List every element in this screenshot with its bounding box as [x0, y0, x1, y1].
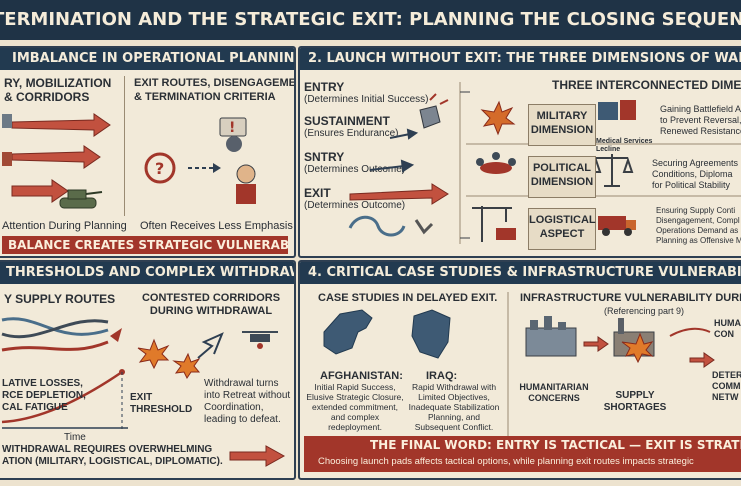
crane-icon [472, 206, 512, 242]
arrow-right-icon [369, 128, 419, 173]
phase-entry-desc: (Determines Initial Success) [304, 94, 429, 105]
dimension-label: MILITARY DIMENSION [530, 110, 594, 136]
panel-imbalance: IMBALANCE IN OPERATIONAL PLANNING. RY, M… [0, 46, 296, 258]
dimension-label: POLITICAL DIMENSION [530, 162, 594, 188]
case-heading: CASE STUDIES IN DELAYED EXIT. [318, 292, 498, 304]
explosion-icon [137, 338, 201, 379]
left-caption: Attention During Planning [2, 220, 127, 232]
panel-header: IMBALANCE IN OPERATIONAL PLANNING. [0, 48, 294, 70]
phase-sntry-desc: (Determines Outcome) [304, 164, 406, 175]
phase-sustainment: SUSTAINMENT [304, 114, 390, 128]
dimension-military: MILITARY DIMENSION [528, 104, 596, 146]
iraq-map-icon [411, 309, 451, 359]
losses-text: LATIVE LOSSES, RCE DEPLETION, CAL FATIGU… [2, 378, 86, 413]
arrow-right-icon [583, 336, 715, 368]
intertwined-routes-icon [1, 317, 109, 352]
scales-icon [590, 154, 634, 187]
case-afghanistan: AFGHANISTAN: [320, 370, 403, 382]
left-heading: RY, MOBILIZATION & CORRIDORS [4, 76, 112, 104]
curved-arrow [669, 327, 711, 337]
case-afghanistan-desc: Initial Rapid Success, Elusive Strategic… [306, 382, 404, 432]
panel-launch-without-exit: 2. LAUNCH WITHOUT EXIT: THE THREE DIMENS… [298, 46, 741, 258]
damaged-factory-icon [613, 318, 655, 364]
zigzag-path [197, 332, 224, 359]
title-banner: TERMINATION AND THE STRATEGIC EXIT: PLAN… [0, 0, 741, 40]
final-word-title: THE FINAL WORD: ENTRY IS TACTICAL — EXIT… [370, 438, 741, 452]
panel-case-studies: 4. CRITICAL CASE STUDIES & INFRASTRUCTUR… [298, 260, 741, 480]
panel3-illustration [1, 317, 278, 430]
tank-icon [59, 189, 103, 209]
arrow-right-icon [11, 113, 111, 203]
case-iraq: IRAQ: [426, 370, 458, 382]
dimension-label: LOGISTICAL ASPECT [529, 214, 596, 240]
dump-truck-icon [598, 216, 636, 236]
loss-curve [1, 370, 123, 424]
arrow-right-icon [110, 328, 122, 342]
phase-entry: ENTRY [304, 80, 345, 94]
dimension-logistical: LOGISTICAL ASPECT [528, 208, 596, 250]
withdrawal-footer: WITHDRAWAL REQUIRES OVERWHELMING ATION (… [2, 444, 223, 467]
phase-exit: EXIT [304, 186, 331, 200]
exit-arrow-icon [349, 183, 449, 205]
dimension-military-sub: Medical Services Lecline [596, 138, 653, 153]
question-icon [144, 152, 176, 184]
final-word-bar: THE FINAL WORD: ENTRY IS TACTICAL — EXIT… [304, 436, 741, 472]
dimensions-title: THREE INTERCONNECTED DIMENSION [552, 78, 741, 92]
drone-icon [242, 331, 278, 349]
truck-icon [496, 228, 516, 240]
withdrawal-note: Withdrawal turns into Retreat without Co… [204, 378, 291, 425]
panel1-illustration: ! ? [2, 113, 256, 209]
svg-text:?: ? [155, 159, 164, 178]
right-heading: EXIT ROUTES, DISENGAGEMENT & TERMINATION… [134, 77, 296, 103]
explosion-icon [480, 100, 516, 136]
exit-threshold: EXIT THRESHOLD [130, 392, 193, 415]
right-caption: Often Receives Less Emphasis [140, 220, 293, 232]
panel-header: 4. CRITICAL CASE STUDIES & INFRASTRUCTUR… [300, 262, 741, 284]
medical-building-icon [598, 100, 636, 120]
crate-icon [2, 152, 12, 166]
afghanistan-map-icon [323, 309, 373, 355]
vulnerability-bar: BALANCE CREATES STRATEGIC VULNERABILITY. [2, 236, 288, 254]
monitor-icon [2, 114, 12, 128]
infra-heading: INFRASTRUCTURE VULNERABILITY DURIN [520, 292, 741, 304]
time-axis-label: Time [64, 432, 86, 443]
svg-text:!: ! [229, 120, 235, 136]
final-word-sub: Choosing launch pads affects tactical op… [318, 456, 694, 467]
supply-label: SUPPLY SHORTAGES [603, 390, 667, 413]
deter-label: DETER COMMUL NETW [712, 370, 741, 402]
page-title: TERMINATION AND THE STRATEGIC EXIT: PLAN… [0, 9, 741, 30]
phase-exit-desc: (Determines Outcome) [304, 200, 406, 211]
case-iraq-desc: Rapid Withdrawal with Limited Objectives… [408, 382, 500, 432]
refinery-icon [525, 316, 577, 357]
divider [124, 76, 125, 216]
dimension-logistical-desc: Ensuring Supply Conti Disengagement, Com… [656, 206, 741, 245]
dimension-political-desc: Securing Agreements Conditions, Diploma … [652, 158, 739, 190]
confused-officer-icon [236, 164, 256, 204]
humanitarian-label: HUMANITARIAN CONCERNS [519, 382, 589, 403]
panel4-illustration [323, 292, 715, 440]
broken-chain-icon [348, 215, 434, 237]
arrow-right-icon [229, 445, 286, 467]
phase-sntry: SNTRY [304, 150, 345, 164]
panel-header: THRESHOLDS AND COMPLEX WITHDRAWAL. [0, 262, 294, 284]
supply-routes-heading: Y SUPPLY ROUTES [4, 292, 116, 306]
alert-sign-icon: ! [219, 117, 247, 152]
human-con-label: HUMAN CON [714, 318, 741, 339]
phase-sustainment-desc: (Ensures Endurance) [304, 128, 399, 139]
panel-thresholds: THRESHOLDS AND COMPLEX WITHDRAWAL. Y SUP… [0, 260, 296, 480]
dimension-military-desc: Gaining Battlefield Ac to Prevent Revers… [660, 104, 741, 136]
dimension-political: POLITICAL DIMENSION [528, 156, 596, 198]
contested-heading: CONTESTED CORRIDORS DURING WITHDRAWAL [141, 292, 281, 317]
fist-icon [419, 93, 449, 129]
infra-sub: (Referencing part 9) [604, 306, 685, 316]
phase-illustration [348, 82, 470, 244]
panel-header: 2. LAUNCH WITHOUT EXIT: THE THREE DIMENS… [300, 48, 741, 70]
dimension-rows [466, 100, 741, 242]
meeting-icon [476, 152, 516, 174]
